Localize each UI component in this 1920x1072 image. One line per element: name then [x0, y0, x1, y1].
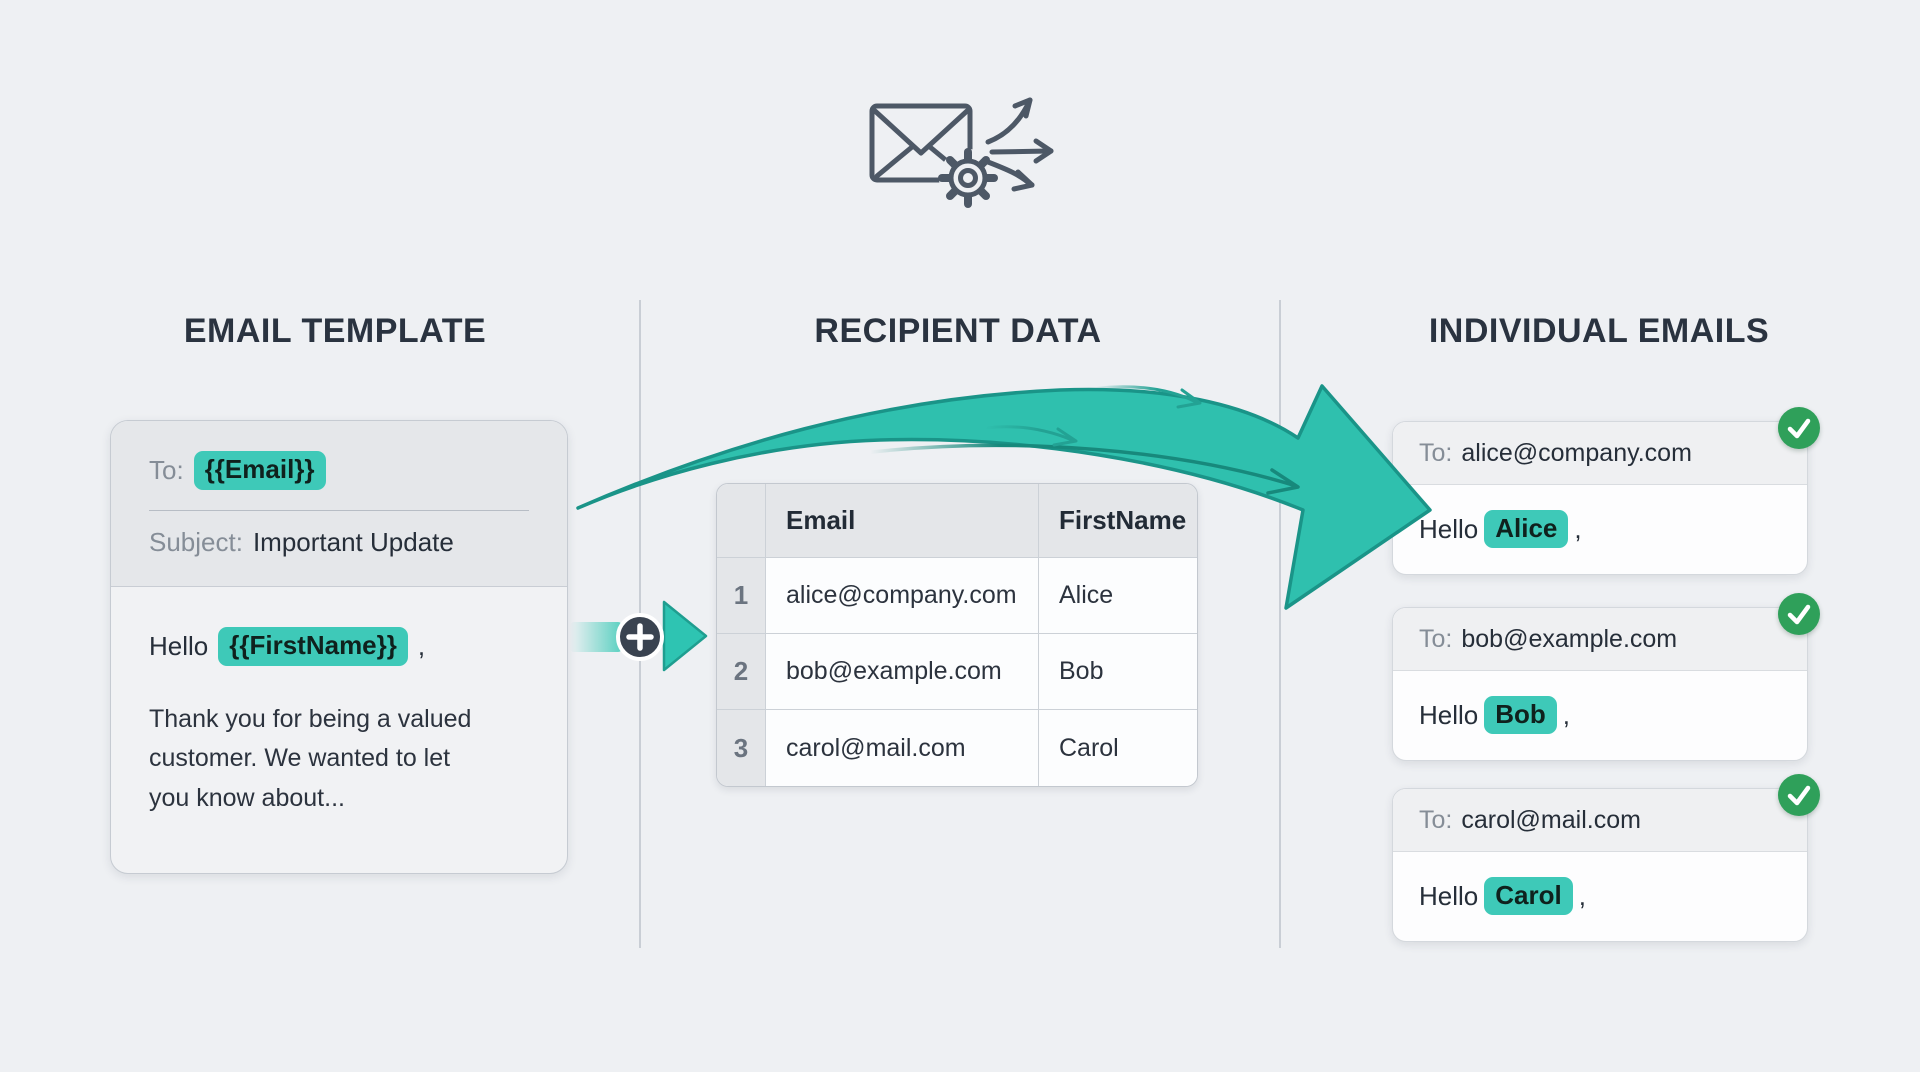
greeting-prefix: Hello	[149, 630, 209, 661]
email-template-card: To: {{Email}} Subject: Important Update …	[110, 420, 568, 874]
col-header-email: Email	[766, 484, 1039, 558]
check-icon	[1787, 604, 1811, 625]
cell-email: carol@mail.com	[766, 710, 1039, 786]
email-card-body: Hello Alice ,	[1393, 485, 1807, 573]
title-email-template: EMAIL TEMPLATE	[183, 312, 487, 350]
name-chip: Bob	[1484, 695, 1557, 735]
email-card-header: To: alice@company.com	[1393, 422, 1807, 485]
row-number: 1	[717, 558, 766, 634]
sent-check-badge	[1778, 593, 1820, 635]
table-corner-cell	[717, 484, 766, 558]
email-card-header: To: carol@mail.com	[1393, 789, 1807, 852]
col-header-firstname: FirstName	[1039, 484, 1197, 558]
row-number: 3	[717, 710, 766, 786]
email-card-body: Hello Bob ,	[1393, 671, 1807, 759]
email-card-carol: To: carol@mail.com Hello Carol ,	[1392, 774, 1820, 942]
row-number: 2	[717, 634, 766, 710]
to-label: To:	[1419, 805, 1453, 834]
email-token-chip: {{Email}}	[193, 451, 326, 490]
cell-firstname: Bob	[1039, 634, 1197, 710]
firstname-token-chip: {{FirstName}}	[218, 627, 408, 666]
greeting-suffix: ,	[1562, 699, 1571, 730]
header-divider	[149, 509, 529, 511]
email-card-header: To: bob@example.com	[1393, 608, 1807, 671]
cell-firstname: Alice	[1039, 558, 1197, 634]
subject-label: Subject:	[149, 526, 243, 557]
send-arrows-icon	[985, 97, 1054, 192]
greeting-suffix: ,	[1578, 880, 1586, 911]
title-recipient-data: RECIPIENT DATA	[814, 312, 1102, 350]
email-card-body: Hello Carol ,	[1393, 852, 1807, 940]
email-card-bob: To: bob@example.com Hello Bob ,	[1392, 593, 1820, 761]
check-icon	[1787, 785, 1811, 806]
template-header: To: {{Email}} Subject: Important Update	[111, 421, 567, 587]
name-chip: Carol	[1484, 876, 1573, 916]
to-label: To:	[1419, 438, 1453, 467]
column-divider-left	[639, 300, 641, 948]
cell-email: alice@company.com	[766, 558, 1039, 634]
greeting-prefix: Hello	[1419, 880, 1479, 911]
template-body: Hello {{FirstName}} , Thank you for bein…	[111, 587, 567, 818]
gear-icon	[938, 148, 998, 208]
email-address: bob@example.com	[1461, 624, 1678, 653]
cell-firstname: Carol	[1039, 710, 1197, 786]
subject-value: Important Update	[252, 526, 454, 557]
column-divider-right	[1279, 300, 1281, 948]
envelope-icon	[869, 103, 973, 183]
plus-merge-icon	[570, 600, 708, 672]
name-chip: Alice	[1484, 509, 1569, 549]
to-label: To:	[1419, 624, 1453, 653]
greeting-suffix: ,	[417, 630, 426, 661]
to-label: To:	[149, 454, 184, 485]
recipient-table: Email FirstName 1 alice@company.com Alic…	[716, 483, 1198, 787]
template-paragraph: Thank you for being a valued customer. W…	[149, 704, 472, 812]
title-individual-emails: INDIVIDUAL EMAILS	[1428, 312, 1770, 350]
sent-check-badge	[1778, 774, 1820, 816]
email-address: carol@mail.com	[1461, 805, 1641, 834]
sent-check-badge	[1778, 407, 1820, 449]
greeting-prefix: Hello	[1419, 699, 1479, 730]
email-card-alice: To: alice@company.com Hello Alice ,	[1392, 407, 1820, 575]
greeting-prefix: Hello	[1419, 513, 1479, 544]
envelope-gear-send-icon	[869, 97, 1054, 208]
check-icon	[1787, 418, 1811, 439]
cell-email: bob@example.com	[766, 634, 1039, 710]
motion-arrow-lower	[984, 425, 1078, 447]
email-address: alice@company.com	[1461, 438, 1692, 467]
motion-arrow-upper	[1096, 385, 1202, 409]
greeting-suffix: ,	[1574, 513, 1582, 544]
